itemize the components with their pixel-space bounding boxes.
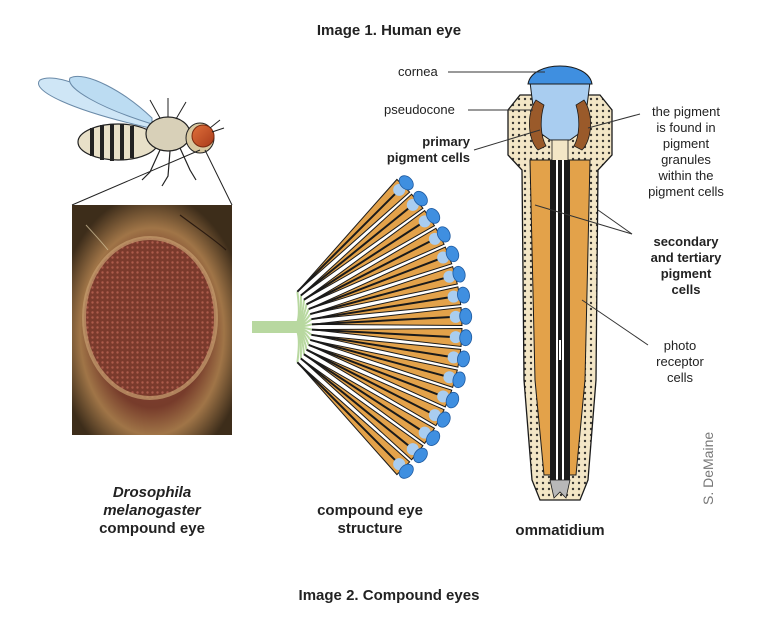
title-structure-line1: compound eye xyxy=(317,502,423,519)
fan-cornea xyxy=(452,371,466,389)
top-caption: Image 1. Human eye xyxy=(316,22,462,39)
secondary-line: cells xyxy=(671,282,701,297)
fan-cornea xyxy=(445,391,460,409)
fan-cornea xyxy=(436,411,451,428)
fan-cornea xyxy=(426,208,441,224)
title-drosophila-desc: compound eye xyxy=(99,520,205,537)
label-leader-lines xyxy=(448,71,649,346)
rhabdom xyxy=(311,333,450,358)
fan-cornea xyxy=(436,226,451,243)
photo-line: receptor xyxy=(656,354,704,369)
fly-eye-photo xyxy=(72,205,232,435)
rhabdom xyxy=(310,338,446,378)
fan-cornea xyxy=(413,447,428,464)
fan-pseudocone xyxy=(447,351,460,364)
pigment-note-line: is found in xyxy=(656,120,716,135)
photo-line: photo xyxy=(663,338,697,353)
fan-pseudocone xyxy=(443,270,456,283)
label-primary-line1: primary xyxy=(422,134,470,149)
label-secondary-pigment: secondary and tertiary pigment cells xyxy=(636,234,736,298)
label-cornea: cornea xyxy=(398,64,438,79)
pigment-note-line: pigment cells xyxy=(648,184,724,199)
rhabdom xyxy=(306,239,432,306)
fan-cornea xyxy=(452,265,466,283)
fan-pseudocone xyxy=(447,290,460,303)
rhabdom xyxy=(311,296,450,321)
rhabdom xyxy=(311,316,452,326)
fruit-fly-illustration xyxy=(38,75,225,187)
compound-eye-fan xyxy=(252,175,473,479)
secondary-line: and tertiary xyxy=(650,250,722,265)
fan-pseudocone xyxy=(443,371,456,384)
ommatidium-diagram xyxy=(507,65,613,501)
photo-line: cells xyxy=(666,370,693,385)
rhabdom xyxy=(300,206,411,297)
rhabdom xyxy=(300,357,411,448)
label-primary-pigment: primary pigment cells xyxy=(378,134,470,166)
bottom-caption: Image 2. Compound eyes xyxy=(298,587,480,604)
fan-cornea xyxy=(413,190,428,207)
fan-cornea xyxy=(426,430,441,446)
label-photoreceptor: photo receptor cells xyxy=(640,338,720,386)
fan-pseudocone xyxy=(449,331,462,344)
rhabdom xyxy=(308,343,440,397)
title-drosophila-genus: Drosophila xyxy=(112,484,192,501)
pigment-note-line: granules xyxy=(661,152,711,167)
title-structure: compound eye structure xyxy=(300,502,440,538)
secondary-line: secondary xyxy=(653,234,719,249)
title-structure-line2: structure xyxy=(337,520,403,537)
rhabdom xyxy=(308,257,440,311)
fan-cornea xyxy=(459,307,473,325)
rhabdom xyxy=(296,361,398,463)
pigment-note-line: pigment xyxy=(662,136,710,151)
fan-cornea xyxy=(457,286,470,304)
label-pseudocone: pseudocone xyxy=(384,102,455,117)
nerve-fiber xyxy=(291,326,300,363)
rhabdom xyxy=(303,353,422,432)
fan-cornea xyxy=(398,463,414,479)
rhabdom xyxy=(303,222,422,301)
secondary-line: pigment xyxy=(660,266,712,281)
label-pigment-note: the pigment is found in pigment granules… xyxy=(636,104,736,200)
fan-cornea xyxy=(445,245,460,263)
fan-cornea xyxy=(459,329,473,347)
artist-credit: S. DeMaine xyxy=(700,431,716,505)
rhabdom xyxy=(296,191,398,293)
title-ommatidium: ommatidium xyxy=(515,522,605,539)
fan-pseudocone xyxy=(449,310,462,323)
label-primary-line2: pigment cells xyxy=(386,150,470,165)
rhabdom xyxy=(310,276,446,316)
optic-nerve xyxy=(252,321,302,333)
title-drosophila: Drosophila melanogaster compound eye xyxy=(82,484,222,538)
rhabdom xyxy=(311,328,452,338)
pigment-note-line: the pigment xyxy=(652,104,720,119)
fan-cornea xyxy=(398,175,414,191)
title-drosophila-species: melanogaster xyxy=(103,502,201,519)
pigment-note-line: within the xyxy=(658,168,714,183)
rhabdom xyxy=(306,348,432,415)
fan-cornea xyxy=(457,350,470,368)
